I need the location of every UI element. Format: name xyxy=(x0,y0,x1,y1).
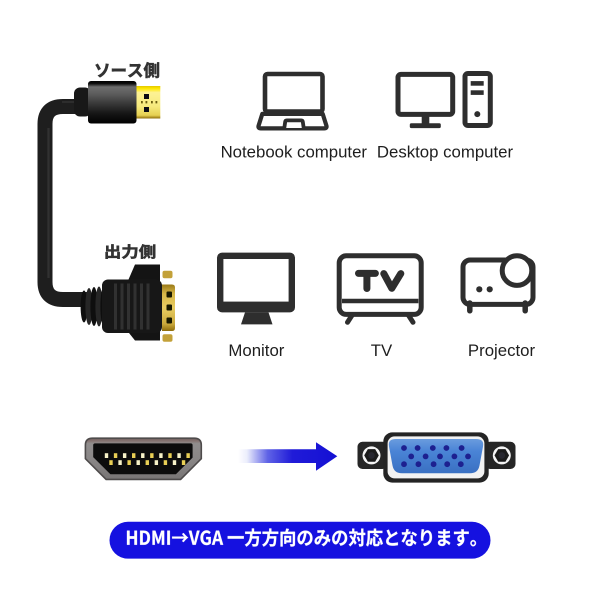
svg-text:Monitor: Monitor xyxy=(228,341,284,360)
svg-text:TV: TV xyxy=(371,341,393,360)
svg-text:Desktop computer: Desktop computer xyxy=(377,143,514,162)
svg-text:Notebook computer: Notebook computer xyxy=(221,143,368,162)
svg-text:Projector: Projector xyxy=(468,341,536,360)
